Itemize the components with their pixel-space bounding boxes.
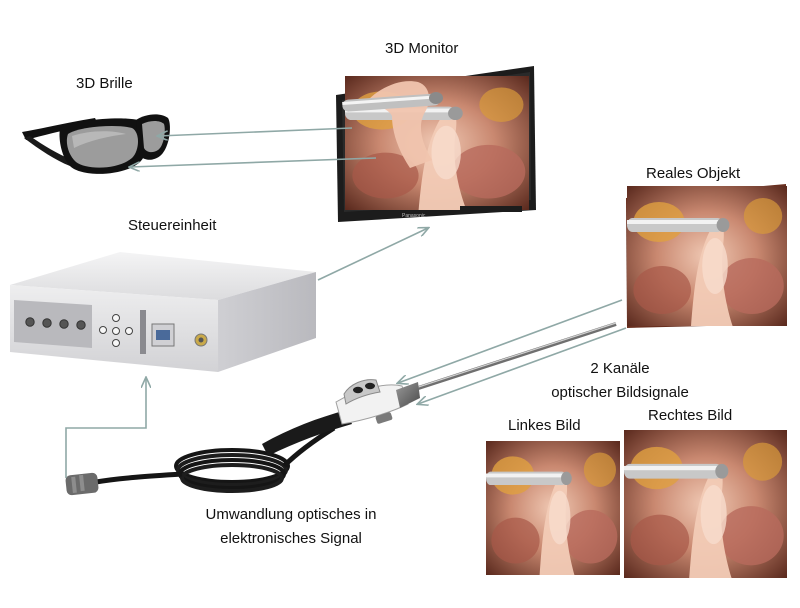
right-image [624,430,787,578]
3d-monitor-icon: Panasonic [336,66,536,222]
arrow-object-to-endoscope-2 [418,327,627,404]
glasses-label: 3D Brille [76,75,133,92]
arrow-object-to-endoscope-1 [398,299,623,383]
right-image-label: Rechtes Bild [648,407,733,424]
left-image-label: Linkes Bild [508,417,581,434]
signal-arrows [65,127,627,478]
conversion-label-line1: Umwandlung optisches in [205,506,377,523]
control-unit-icon [10,252,316,372]
left-image [486,441,620,575]
monitor-brand-text: Panasonic [402,213,426,219]
control-unit-label: Steuereinheit [128,217,217,234]
real-object-label: Reales Objekt [646,165,741,182]
arrow-monitor-to-glasses-2 [130,157,377,167]
real-object-image [626,184,787,328]
3d-glasses-icon [22,114,170,174]
monitor-label: 3D Monitor [385,40,459,57]
arrow-connector-to-control-unit [65,378,146,478]
arrow-control-unit-to-monitor [317,228,428,281]
conversion-label-line2: elektronisches Signal [220,530,362,547]
channels-label-line1: 2 Kanäle [590,360,650,377]
endoscope-icon [65,322,617,496]
channels-label-line2: optischer Bildsignale [551,384,689,401]
arrow-monitor-to-glasses-1 [158,127,353,136]
